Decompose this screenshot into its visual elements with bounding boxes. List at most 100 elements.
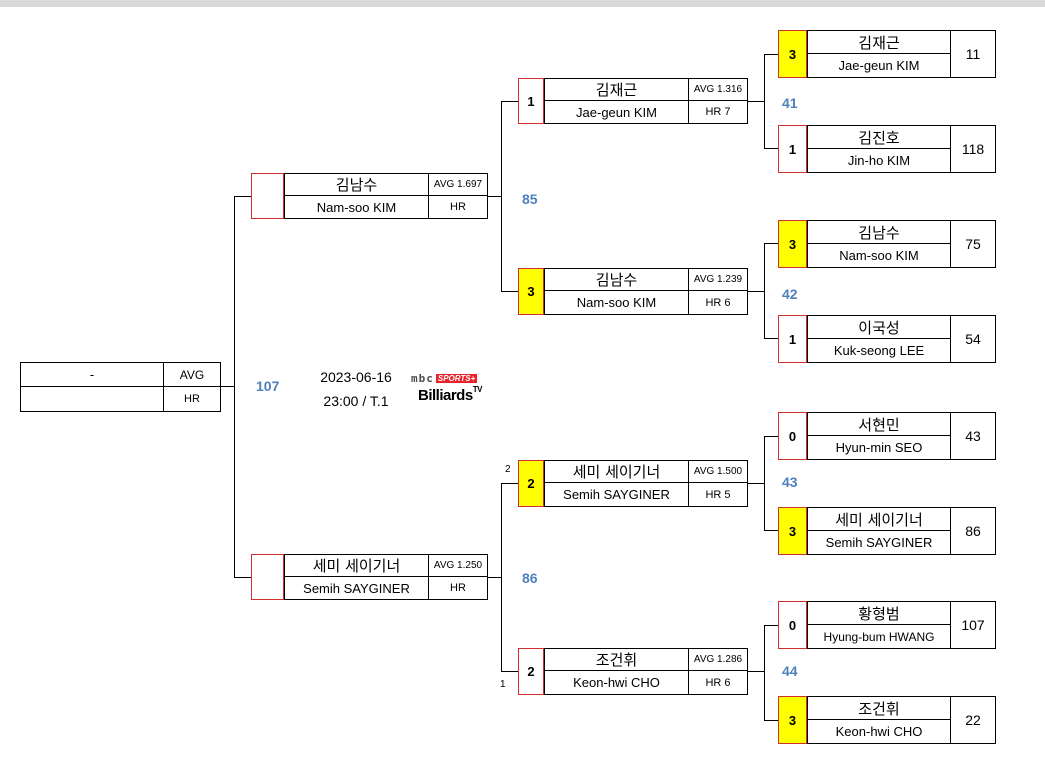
player-korean-name: 김남수 [545,269,689,291]
player-english-name: Jae-geun KIM [808,54,951,77]
connector [764,338,778,339]
player-avg: AVG 1.316 [689,79,747,101]
billiards-tv-logo: BilliardsTV [418,385,482,404]
billiards-logo-text: Billiards [418,387,473,404]
player-english-name: Kuk-seong LEE [808,339,951,362]
connector [221,386,235,387]
connector [764,720,778,721]
semi-score-box [251,173,284,219]
mbc-logo-text: mbc [411,372,434,385]
match-number-final: 107 [256,378,280,394]
player-avg: AVG 1.239 [689,269,747,291]
final-hr: HR [184,393,200,405]
player-hr: HR [450,201,466,213]
quarter-card: 조건휘 Keon-hwi CHO AVG 1.286 HR 6 [544,648,748,695]
connector [748,291,765,292]
semi-score-box [251,554,284,600]
player-korean-name: 김진호 [808,126,951,149]
player-english-name: Semih SAYGINER [545,483,689,506]
player-english-name: Semih SAYGINER [808,531,951,554]
quarter-score-box: 2 [518,648,544,695]
player-korean-name: 조건휘 [808,697,951,720]
player-avg: AVG 1.697 [429,174,487,196]
r16-card: 세미 세이기너 Semih SAYGINER 86 [807,507,996,555]
connector [764,243,778,244]
r16-card: 황형범 Hyung-bum HWANG 107 [807,601,996,649]
connector [764,625,765,721]
match-date: 2023-06-16 [320,369,392,385]
quarter-card: 세미 세이기너 Semih SAYGINER AVG 1.500 HR 5 [544,460,748,507]
final-player-name: - [21,363,164,387]
player-korean-name: 김남수 [808,221,951,244]
player-hr: HR 6 [705,676,731,689]
match-number: 43 [782,474,798,490]
connector [764,436,765,531]
match-number: 44 [782,663,798,679]
connector [234,196,251,197]
player-english-name: Nam-soo KIM [545,291,689,314]
connector [501,291,518,292]
player-english-name: Nam-soo KIM [285,196,429,218]
quarter-score-box: 1 [518,78,544,124]
connector [234,196,235,577]
r16-card: 김남수 Nam-soo KIM 75 [807,220,996,268]
connector [764,148,778,149]
final-avg: AVG [164,363,220,387]
quarter-card: 김남수 Nam-soo KIM AVG 1.239 HR 6 [544,268,748,315]
player-english-name: Keon-hwi CHO [808,720,951,743]
player-korean-name: 조건휘 [545,649,689,671]
player-english-name: Jin-ho KIM [808,149,951,172]
connector [488,577,502,578]
connector [764,436,778,437]
player-korean-name: 김재근 [808,31,951,54]
r16-card: 김진호 Jin-ho KIM 118 [807,125,996,173]
r16-score-box: 3 [778,30,807,78]
player-korean-name: 이국성 [808,316,951,339]
player-korean-name: 세미 세이기너 [808,508,951,531]
connector [501,483,518,484]
quarter-card: 김재근 Jae-geun KIM AVG 1.316 HR 7 [544,78,748,124]
r16-score-box: 0 [778,601,807,649]
player-english-name: Jae-geun KIM [545,101,689,123]
connector [748,101,765,102]
player-avg: AVG 1.500 [689,461,747,483]
player-points: 118 [961,141,985,157]
match-number: 41 [782,95,798,111]
match-number: 85 [522,191,538,207]
match-number: 42 [782,286,798,302]
seed-number: 1 [500,679,506,690]
connector [488,196,502,197]
final-name-empty [21,387,164,411]
r16-card: 조건휘 Keon-hwi CHO 22 [807,696,996,744]
connector [234,577,251,578]
player-hr: HR [450,582,466,594]
player-points: 22 [965,712,981,728]
r16-score-box: 1 [778,125,807,173]
match-number: 86 [522,570,538,586]
r16-score-box: 3 [778,507,807,555]
connector [501,483,502,672]
player-points: 86 [965,523,981,539]
connector [764,625,778,626]
player-points: 11 [965,46,981,62]
player-avg: AVG 1.286 [689,649,747,671]
connector [764,54,778,55]
r16-score-box: 3 [778,220,807,268]
player-hr: HR 5 [705,488,731,501]
tv-superscript: TV [472,385,483,394]
player-points: 43 [965,428,981,444]
player-points: 107 [961,617,985,633]
player-english-name: Keon-hwi CHO [545,671,689,694]
player-english-name: Hyung-bum HWANG [808,625,951,648]
player-hr: HR 7 [705,106,731,118]
seed-number: 2 [505,464,511,475]
match-time-table: 23:00 / T.1 [323,393,389,409]
player-korean-name: 세미 세이기너 [285,555,429,577]
connector [764,530,778,531]
r16-card: 김재근 Jae-geun KIM 11 [807,30,996,78]
mbc-sports-logo: mbc SPORTS+ [411,372,478,385]
player-english-name: Hyun-min SEO [808,436,951,459]
connector [501,101,518,102]
connector [501,101,502,292]
top-bar [0,0,1045,7]
